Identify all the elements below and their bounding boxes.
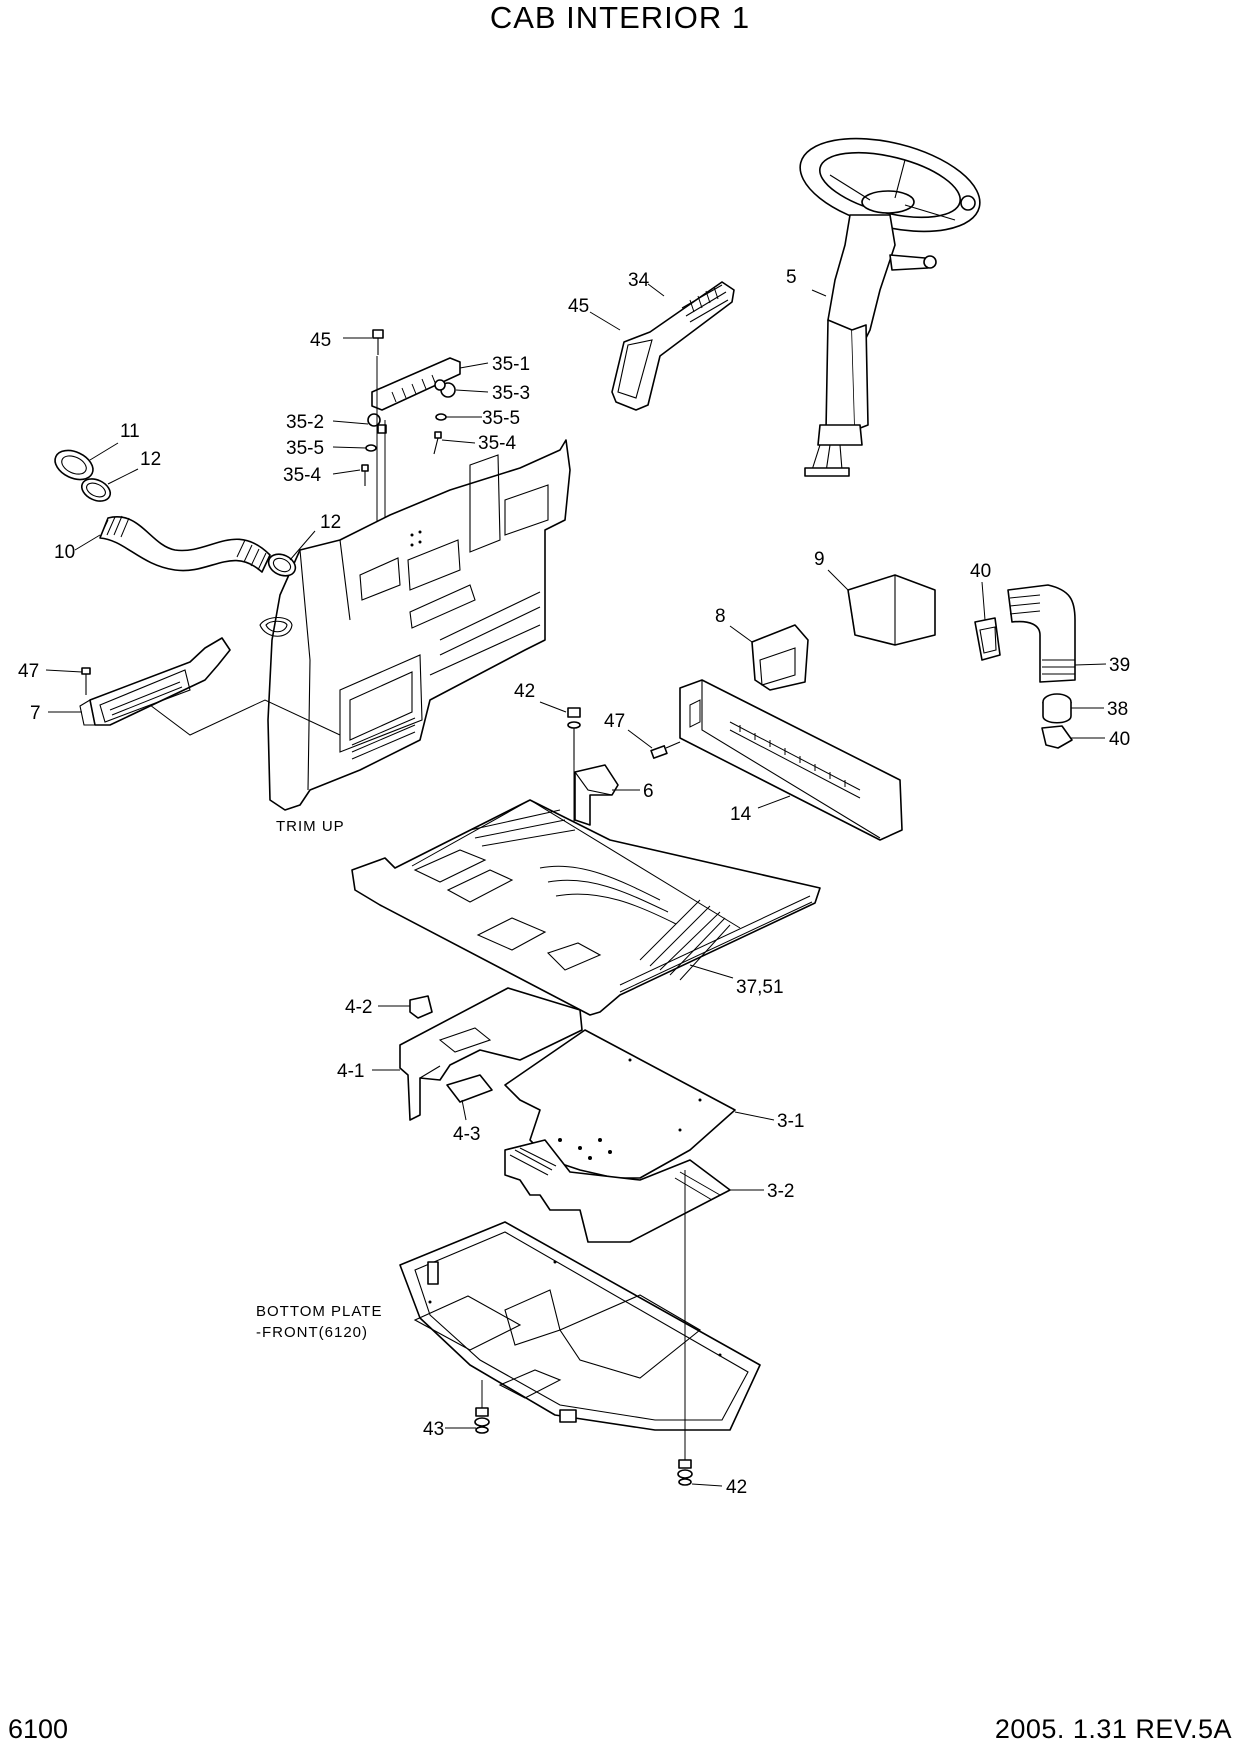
vent-part-40b <box>1041 725 1073 749</box>
bracket-part-6 <box>574 764 619 826</box>
duct-part-9 <box>847 574 936 646</box>
callout-40-top: 40 <box>970 561 991 582</box>
callout-34: 34 <box>628 270 650 291</box>
floor-plate-part-3-2 <box>504 1139 731 1243</box>
callout-35-5-right: 35-5 <box>482 408 520 429</box>
callout-9: 9 <box>814 549 825 570</box>
note-bottom-plate-line2: -FRONT(6120) <box>256 1324 368 1341</box>
callout-12-top: 12 <box>140 449 161 470</box>
callout-45-plate: 45 <box>310 330 331 351</box>
clamp-part-12a <box>80 478 112 502</box>
callout-40-bottom: 40 <box>1109 729 1130 750</box>
callout-35-3: 35-3 <box>492 383 530 404</box>
duct-part-8 <box>751 624 809 691</box>
exploded-parts-diagram: 5 34 45 45 35-1 35-3 35-2 35-5 35-5 35-4… <box>18 137 1130 1498</box>
callout-4-1: 4-1 <box>337 1061 364 1082</box>
bolt-part-43 <box>474 1380 490 1434</box>
steering-column-part-5 <box>799 137 981 477</box>
duct-part-7 <box>79 637 341 736</box>
callout-7: 7 <box>30 703 41 724</box>
vent-grille-part-11 <box>54 449 94 481</box>
callout-35-1: 35-1 <box>492 354 530 375</box>
callout-45-armrest: 45 <box>568 296 589 317</box>
callout-6: 6 <box>643 781 654 802</box>
callout-11: 11 <box>120 421 140 442</box>
callout-35-2: 35-2 <box>286 412 324 433</box>
bracket-part-4-2 <box>409 995 433 1019</box>
vent-part-40a <box>974 617 1001 661</box>
ring-part-38 <box>1042 693 1072 724</box>
page-number: 6100 <box>8 1714 69 1744</box>
callout-43: 43 <box>423 1419 444 1440</box>
callout-35-4-left: 35-4 <box>283 465 321 486</box>
bottom-plate <box>399 1221 761 1431</box>
callout-4-2: 4-2 <box>345 997 372 1018</box>
callout-47-right: 47 <box>604 711 625 732</box>
callout-35-5-left: 35-5 <box>286 438 324 459</box>
callout-42-top: 42 <box>514 681 535 702</box>
switch-plate-part-35-1 <box>371 357 461 411</box>
callout-47-left: 47 <box>18 661 39 682</box>
callout-10: 10 <box>54 542 75 563</box>
note-bottom-plate-line1: BOTTOM PLATE <box>256 1303 382 1320</box>
side-trim-panel <box>259 439 571 811</box>
callout-8: 8 <box>715 606 726 627</box>
callout-42-bottom: 42 <box>726 1477 747 1498</box>
callout-3-2: 3-2 <box>767 1181 794 1202</box>
callout-12-bottom: 12 <box>320 512 341 533</box>
bracket-part-4-1 <box>399 987 583 1121</box>
dash-vent-part-14 <box>650 679 903 841</box>
elbow-duct-part-39 <box>1007 584 1076 683</box>
callout-5: 5 <box>786 267 797 288</box>
page-title: CAB INTERIOR 1 <box>489 0 751 35</box>
callout-39: 39 <box>1109 655 1130 676</box>
screw-part-45a <box>372 329 384 355</box>
callout-35-4-right: 35-4 <box>478 433 516 454</box>
floor-mat-part-37-51 <box>351 799 821 1016</box>
armrest-trim-part-34 <box>611 281 735 411</box>
clamp-part-12b <box>267 553 297 577</box>
bolt-part-42b <box>677 1170 693 1486</box>
callout-4-3: 4-3 <box>453 1124 480 1145</box>
floor-plate-part-3-1 <box>504 1029 736 1179</box>
duct-hose-part-10 <box>99 515 271 573</box>
callout-14: 14 <box>730 804 752 825</box>
plate-part-4-3 <box>446 1074 493 1103</box>
callout-3-1: 3-1 <box>777 1111 804 1132</box>
callout-37-51: 37,51 <box>736 977 784 998</box>
callout-38: 38 <box>1107 699 1128 720</box>
leader-lines <box>45 283 1107 1487</box>
revision-date: 2005. 1.31 REV.5A <box>994 1714 1232 1744</box>
note-trim-up: TRIM UP <box>276 818 345 835</box>
